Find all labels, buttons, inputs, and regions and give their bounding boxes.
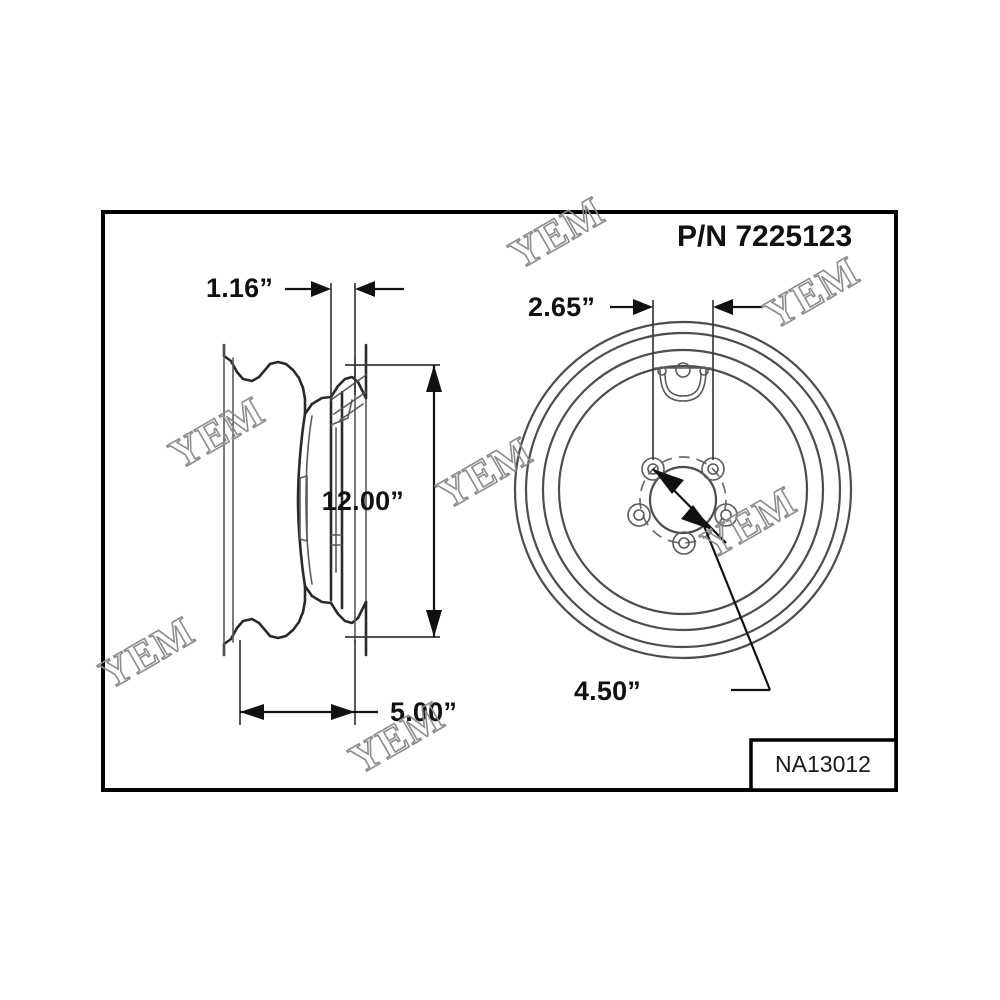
diameter-arrow-top	[426, 365, 442, 392]
valve-stem-bracket	[654, 362, 712, 402]
bolt-circle-dashed	[639, 456, 727, 544]
bolt-hole-inner	[647, 463, 659, 475]
valve-stem-rivet-right	[699, 366, 709, 376]
drawing-code-label: NA13012	[775, 751, 871, 777]
rim-drop-center-wall-inner	[305, 415, 313, 585]
dimension-offset-1-16: 1.16”	[206, 273, 404, 400]
rim-profile-bottom-right	[329, 600, 368, 625]
bolt-hole	[672, 531, 696, 555]
rim-outer-circle	[513, 320, 853, 660]
bolt-hole-inner	[633, 509, 645, 521]
part-number-title: P/N 7225123	[677, 220, 852, 253]
valve-stem-body-inner	[664, 372, 702, 397]
width-arrow-left	[240, 704, 264, 720]
side-cross-section-view	[222, 343, 368, 657]
rim-width-dimension-label: 5.00”	[390, 697, 457, 727]
dimension-rim-width-5-00: 5.00”	[239, 640, 457, 727]
stud-arrow-right	[713, 299, 733, 315]
dimension-rim-diameter-12-00: 12.00”	[322, 364, 442, 638]
bolt-hole-inner	[678, 537, 690, 549]
rim-drop-center-wall	[296, 412, 307, 588]
rim-diameter-dimension-label: 12.00”	[322, 486, 404, 516]
stud-arrow-left	[633, 299, 653, 315]
rim-bead-circle-inner	[541, 348, 825, 632]
rim-bead-circle-outer	[524, 331, 842, 649]
rim-to-hub-transition-top	[303, 395, 333, 416]
dimension-bolt-circle-4-50: 4.50”	[574, 468, 772, 706]
bolt-hole-inner	[707, 463, 719, 475]
rim-vent-slot	[299, 475, 308, 542]
stud-spacing-dimension-label: 2.65”	[528, 292, 595, 322]
rim-profile-bottom-left	[222, 584, 307, 657]
valve-stem-hole	[675, 362, 691, 378]
bolt-hole	[714, 503, 738, 527]
drawing-code-box: NA13012	[749, 738, 898, 792]
drawing-frame-border	[101, 210, 898, 792]
bolt-hole	[627, 503, 651, 527]
drawing-code-box-border	[749, 738, 898, 792]
offset-dimension-label: 1.16”	[206, 273, 273, 303]
rim-profile-top-right	[329, 375, 368, 400]
bolt-circle-arrow-upper	[653, 469, 684, 494]
valve-stem-rivet-left	[657, 366, 667, 376]
rim-drop-center-circle	[557, 364, 809, 616]
center-bore-circle	[648, 465, 718, 535]
bolt-circle-dimension-label: 4.50”	[574, 676, 641, 706]
width-arrow-right	[331, 704, 355, 720]
bolt-circle-leader-line	[698, 515, 772, 691]
rim-joint-detail	[330, 399, 353, 426]
valve-stem-body	[659, 368, 707, 402]
offset-arrow-left	[311, 281, 331, 297]
rim-weld-detail	[330, 374, 367, 421]
rim-profile-top-left	[222, 343, 307, 416]
hub-plate-detail-marks	[330, 534, 343, 546]
bolt-hole-inner	[720, 509, 732, 521]
offset-arrow-right	[355, 281, 375, 297]
bolt-hole-group	[627, 457, 738, 555]
front-face-view	[513, 320, 853, 660]
dimension-stud-spacing-2-65: 2.65”	[528, 292, 762, 460]
rim-to-hub-transition-bottom	[303, 584, 333, 605]
diameter-arrow-bottom	[426, 610, 442, 637]
bolt-circle-arrow-lower	[681, 505, 712, 530]
